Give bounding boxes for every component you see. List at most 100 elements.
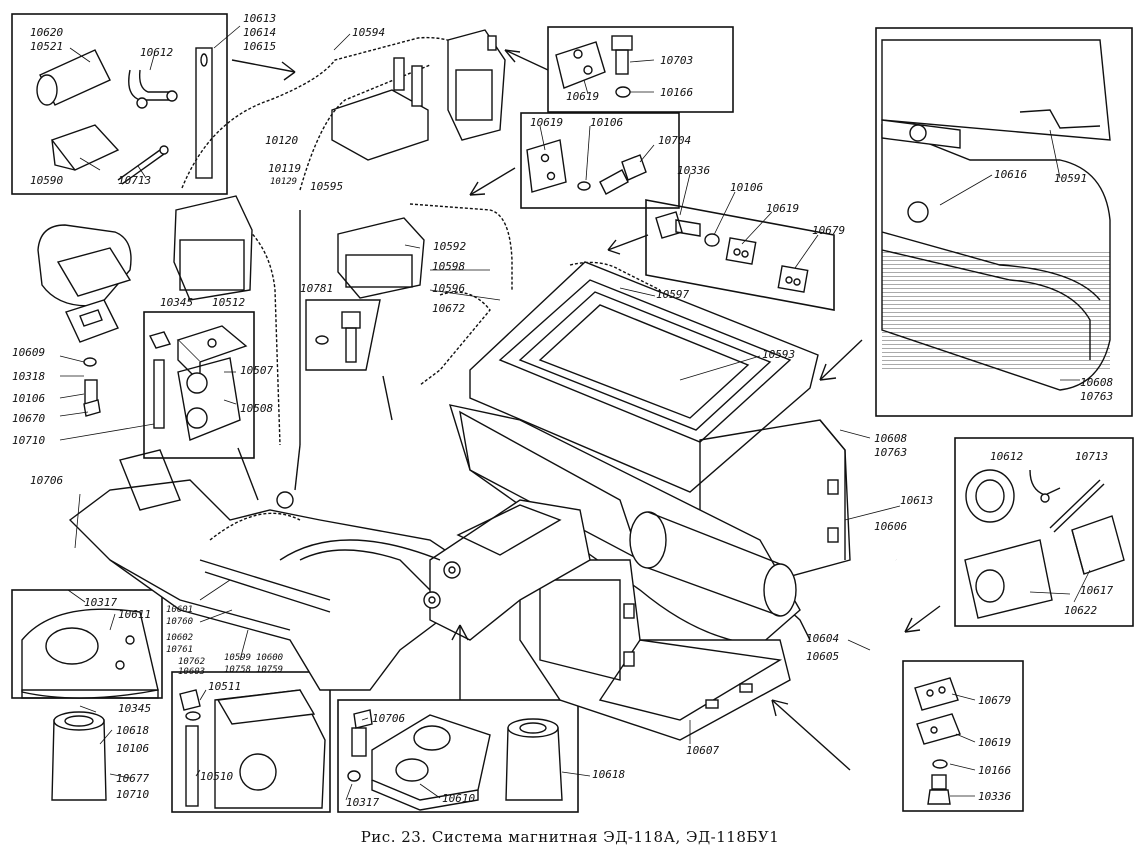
label-10106-b: 10106: [730, 181, 763, 194]
label-10119: 10119: [268, 162, 301, 175]
figure-caption: Рис. 23. Система магнитная ЭД-118А, ЭД-1…: [360, 828, 780, 846]
label-10106-a: 10106: [590, 116, 623, 129]
label-10703: 10703: [660, 54, 693, 67]
label-10120: 10120: [265, 134, 298, 147]
label-10619-c: 10619: [766, 202, 799, 215]
label-10619-a: 10619: [566, 90, 599, 103]
label-10762: 10762: [178, 657, 205, 667]
bent-plate-part: [50, 124, 120, 171]
label-10594: 10594: [352, 26, 385, 39]
detail-box-plate-screw: [520, 112, 680, 209]
detail-box-top-left: [11, 13, 228, 195]
label-10758: 10758: [224, 665, 251, 675]
bent-lead-right: [818, 559, 912, 712]
cotter-pin-part: [117, 145, 169, 185]
label-10617: 10617: [1080, 584, 1113, 597]
label-10336: 10336: [677, 164, 710, 177]
label-10614: 10614: [243, 26, 276, 39]
label-10600: 10600: [256, 653, 283, 663]
label-10619-b: 10619: [530, 116, 563, 129]
label-10129: 10129: [270, 177, 297, 187]
label-10609: 10609: [12, 346, 45, 359]
label-10706-b: 10706: [372, 712, 405, 725]
label-10713-b: 10713: [1075, 450, 1108, 463]
label-10599: 10599: [224, 653, 251, 663]
support-blocks-left: [37, 224, 132, 417]
label-10612: 10612: [140, 46, 173, 59]
laminated-core-end: [881, 123, 1111, 391]
label-10508: 10508: [240, 402, 273, 415]
bracket-block-upper: [176, 325, 248, 384]
terminal-block-left: [173, 195, 253, 301]
rect-tube-part: [1071, 515, 1125, 575]
coupling-sleeve-bottom-left: [51, 711, 107, 801]
label-10763-a: 10763: [1080, 390, 1113, 403]
label-10601: 10601: [166, 605, 193, 615]
label-10604: 10604: [806, 632, 839, 645]
label-10613: 10613: [243, 12, 276, 25]
hex-bolt-part: [611, 35, 633, 75]
busbars-left: [199, 512, 441, 613]
detail-box-bottom-block: [171, 671, 331, 813]
label-10317-a: 10317: [84, 596, 117, 609]
label-10166: 10166: [660, 86, 693, 99]
label-10597: 10597: [656, 288, 689, 301]
label-10336-b: 10336: [978, 790, 1011, 803]
small-hardware-middle: [305, 299, 381, 371]
label-10507: 10507: [240, 364, 273, 377]
label-10670: 10670: [12, 412, 45, 425]
label-10603: 10603: [178, 667, 205, 677]
label-10608-a: 10608: [1080, 376, 1113, 389]
flange-plate-part: [371, 714, 491, 811]
terminal-block-middle: [337, 217, 425, 299]
label-10317-b: 10317: [346, 796, 379, 809]
pole-bracket-center: [423, 499, 591, 641]
label-10763-b: 10763: [874, 446, 907, 459]
label-10166-b: 10166: [978, 764, 1011, 777]
label-10672: 10672: [432, 302, 465, 315]
label-10591: 10591: [1054, 172, 1087, 185]
label-10615: 10615: [243, 40, 276, 53]
label-10704: 10704: [658, 134, 691, 147]
label-10612-b: 10612: [990, 450, 1023, 463]
field-pole-bottom: [519, 559, 791, 741]
label-10511: 10511: [208, 680, 241, 693]
split-ring-part: [965, 469, 1015, 523]
label-10760: 10760: [166, 617, 193, 627]
magnet-frame: [448, 404, 801, 646]
long-strip-part: [195, 47, 213, 179]
label-10595: 10595: [310, 180, 343, 193]
label-10106-d: 10106: [116, 742, 149, 755]
label-10620: 10620: [30, 26, 63, 39]
label-10521: 10521: [30, 40, 63, 53]
label-10590: 10590: [30, 174, 63, 187]
bracket-block-lower: [177, 357, 241, 441]
detail-box-bottom-right: [902, 660, 1024, 812]
label-10613-b: 10613: [900, 494, 933, 507]
coupling-bush-part: [505, 718, 563, 801]
label-10106-c: 10106: [12, 392, 45, 405]
detail-box-right-middle: [954, 437, 1134, 627]
stud-part: [153, 359, 165, 429]
label-10596: 10596: [432, 282, 465, 295]
label-10679-b: 10679: [978, 694, 1011, 707]
label-10607: 10607: [686, 744, 719, 757]
label-10710-a: 10710: [12, 434, 45, 447]
label-10622: 10622: [1064, 604, 1097, 617]
label-10510: 10510: [200, 770, 233, 783]
label-10618-b: 10618: [592, 768, 625, 781]
label-10608-b: 10608: [874, 432, 907, 445]
label-10610: 10610: [442, 792, 475, 805]
label-10761: 10761: [166, 645, 193, 655]
label-10602: 10602: [166, 633, 193, 643]
label-10593: 10593: [762, 348, 795, 361]
label-10618-a: 10618: [116, 724, 149, 737]
label-10592: 10592: [433, 240, 466, 253]
screw-part: [599, 154, 647, 195]
part-number-labels: 10620 10521 10612 10613 10614 10615 1059…: [12, 12, 1113, 809]
u-clamp-part: [128, 69, 178, 109]
label-10318: 10318: [12, 370, 45, 383]
label-10598: 10598: [432, 260, 465, 273]
